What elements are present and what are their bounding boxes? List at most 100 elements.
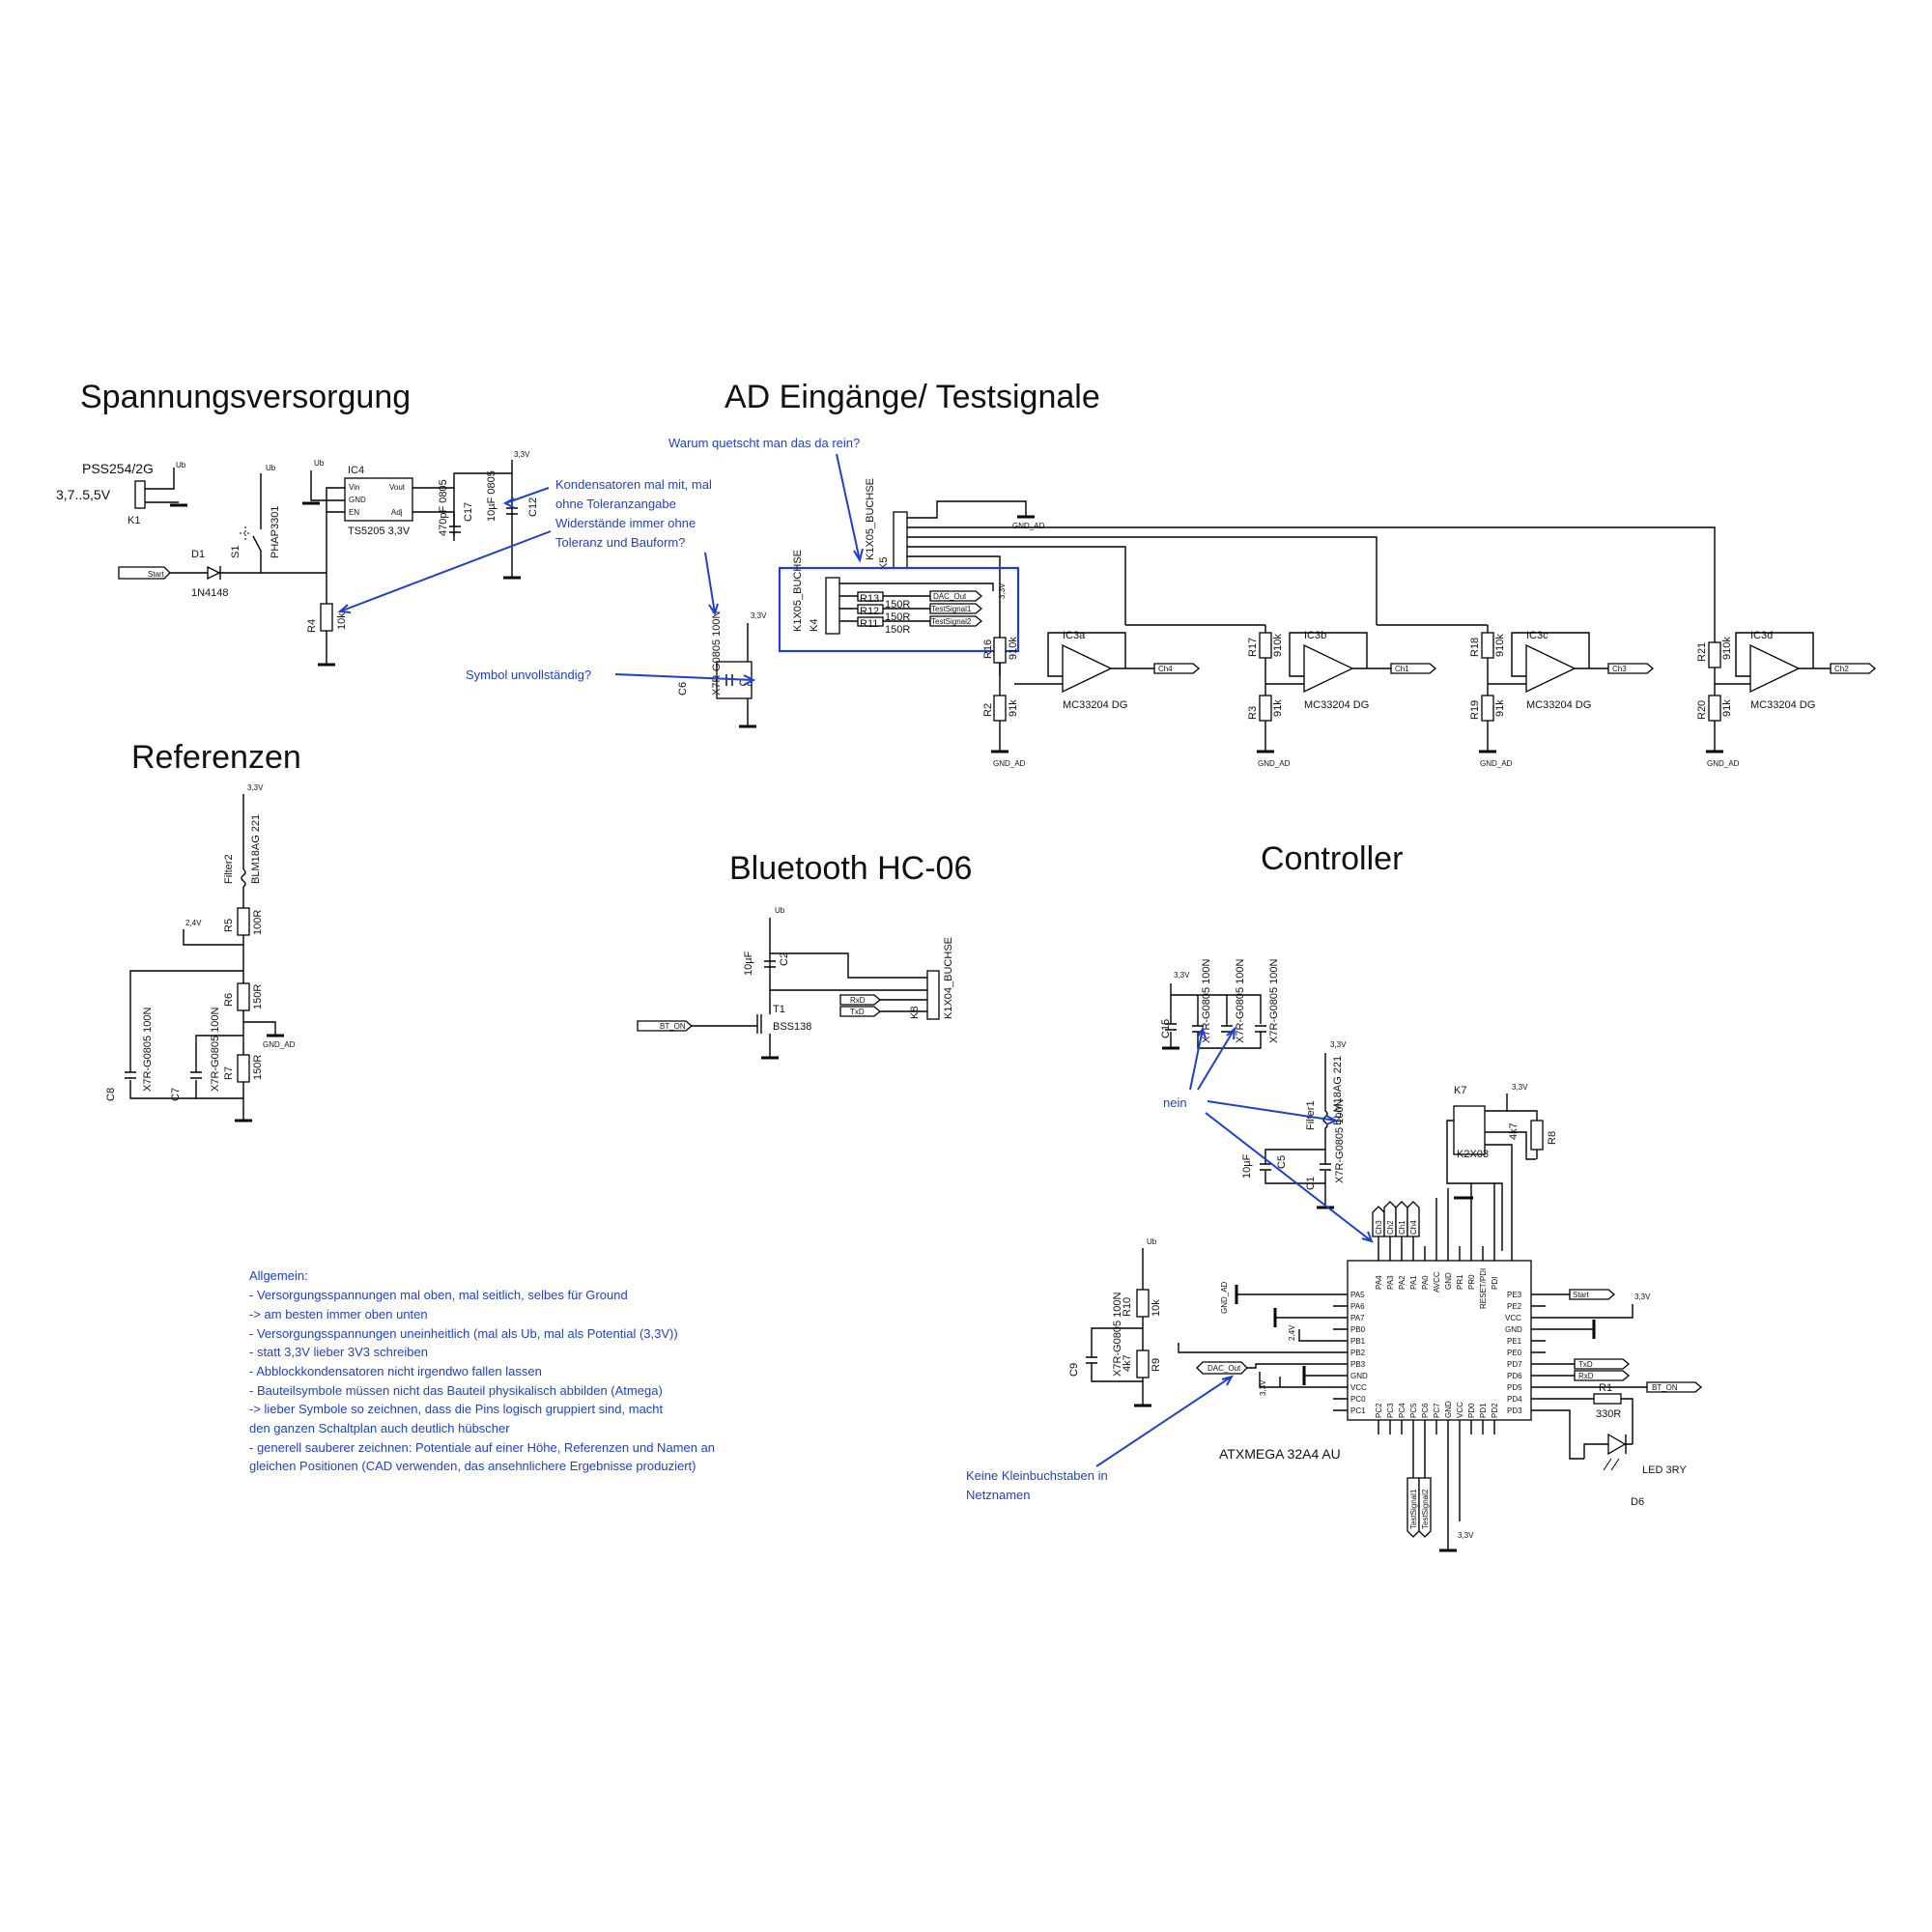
c5-value: 10µF bbox=[1241, 1153, 1253, 1179]
allgemein-line-8: den ganzen Schaltplan auch deutlich hübs… bbox=[249, 1421, 510, 1435]
c8-capacitor bbox=[125, 1071, 136, 1079]
bt-connector-wires bbox=[770, 989, 927, 1012]
pin-pd7: PD7 bbox=[1507, 1360, 1522, 1369]
k4-connector bbox=[825, 577, 840, 635]
c5-ref: C5 bbox=[1276, 1155, 1288, 1169]
c7-part: X7R-G0805 100N bbox=[210, 1008, 221, 1092]
ic4-pin-en: EN bbox=[349, 508, 359, 517]
pin-pd2: PD2 bbox=[1491, 1403, 1499, 1418]
ic3d-part: MC33204 DG bbox=[1750, 699, 1815, 711]
mcu-part: ATXMEGA 32A4 AU bbox=[1219, 1446, 1341, 1462]
r9-value: 4k7 bbox=[1122, 1354, 1133, 1372]
c3-wires bbox=[725, 623, 749, 726]
power-supply-section: PSS254/2G 3,7..5,5V K1 Ub Start D1 1N414… bbox=[56, 450, 539, 667]
r8-ref: R8 bbox=[1547, 1131, 1558, 1145]
title-bluetooth: Bluetooth HC-06 bbox=[729, 850, 972, 887]
pin-gnd-bottom: GND bbox=[1444, 1401, 1453, 1418]
pin-pa0: PA0 bbox=[1421, 1275, 1430, 1290]
note-kond-arrow-c3 bbox=[704, 552, 719, 616]
c15-ref: C15 bbox=[1160, 1019, 1172, 1038]
pb0-2v4: 2,4V bbox=[1288, 1324, 1296, 1341]
pin-pd0: PD0 bbox=[1467, 1403, 1476, 1418]
k7-vcc: 3,3V bbox=[1512, 1083, 1528, 1092]
r1-value: 330R bbox=[1596, 1408, 1621, 1420]
ch4-label: Ch4 bbox=[1158, 665, 1173, 673]
ch1-netport bbox=[1390, 663, 1437, 674]
note-symbol: Symbol unvollständig? bbox=[466, 668, 591, 682]
k5-signal-wires bbox=[907, 526, 1716, 642]
testsignal1-netport bbox=[929, 603, 983, 614]
c9-part: X7R-G0805 100N bbox=[1112, 1293, 1123, 1377]
filter1-ref: Filter1 bbox=[1305, 1100, 1317, 1130]
k8-ref: K8 bbox=[909, 1007, 921, 1019]
c2-capacitor bbox=[764, 960, 776, 968]
allgemein-line-6: - Bauteilsymbole müssen nicht das Bautei… bbox=[249, 1383, 663, 1398]
r2-ref: R2 bbox=[982, 703, 994, 717]
dac-out-label: DAC_Out bbox=[933, 592, 967, 601]
note-nein-arrow-3 bbox=[1207, 1100, 1339, 1125]
ic3c-wires bbox=[1488, 632, 1608, 685]
ic3c-opamp bbox=[1525, 643, 1577, 694]
pin-pr0: PR0 bbox=[1467, 1274, 1476, 1290]
ad-inputs-section: K1X05_BUCHSE K5 GND_AD K1X05_BUCHSE K4 R… bbox=[677, 478, 1877, 768]
allgemein-line-0: Allgemein: bbox=[249, 1268, 308, 1283]
pin-pd1: PD1 bbox=[1479, 1403, 1488, 1418]
r5-resistor bbox=[237, 907, 250, 936]
bluetooth-section: Ub 10µF C2 T1 BSS138 BT_ON RxD TxD K8 K1… bbox=[637, 906, 954, 1060]
c2-value: 10µF bbox=[743, 951, 754, 976]
vcc-left-3v3: 3,3V bbox=[1259, 1379, 1267, 1396]
r17-value: 910k bbox=[1272, 634, 1284, 657]
ch3-ctrl-label: Ch3 bbox=[1375, 1220, 1383, 1235]
r20-gnd-ad: GND_AD bbox=[1707, 759, 1740, 768]
c8-part: X7R-G0805 100N bbox=[142, 1008, 154, 1092]
note-nein: nein bbox=[1163, 1095, 1187, 1110]
k5-ref: K5 bbox=[878, 557, 890, 570]
r9-resistor bbox=[1136, 1350, 1150, 1378]
c17-value: 470pF 0805 bbox=[438, 479, 449, 536]
r18-r19-wires bbox=[1377, 624, 1489, 752]
t1-ref: T1 bbox=[773, 1004, 785, 1015]
led-part: LED 3RY bbox=[1642, 1464, 1687, 1476]
k1-voltage: 3,7..5,5V bbox=[56, 487, 111, 502]
r3-ref: R3 bbox=[1247, 706, 1259, 720]
pin-pa6: PA6 bbox=[1350, 1302, 1365, 1311]
pin-avcc: AVCC bbox=[1433, 1271, 1441, 1293]
note-kond-line3: Widerstände immer ohne bbox=[555, 516, 696, 530]
r7-value: 150R bbox=[252, 1055, 264, 1080]
s1-actuator bbox=[238, 526, 249, 541]
allgemein-line-4: - statt 3,3V lieber 3V3 schreiben bbox=[249, 1345, 428, 1359]
vcc-right-3v3: 3,3V bbox=[1634, 1293, 1651, 1301]
ic4-pin-vout: Vout bbox=[389, 483, 406, 492]
testsignal1-ctrl-label: TestSignal1 bbox=[1409, 1489, 1418, 1529]
dac-out-ctrl-label: DAC_Out bbox=[1208, 1364, 1241, 1373]
k5-part: K1X05_BUCHSE bbox=[865, 478, 876, 560]
r16-resistor bbox=[993, 637, 1007, 664]
pin-pe0: PE0 bbox=[1507, 1349, 1522, 1357]
r19-gnd-ad: GND_AD bbox=[1480, 759, 1513, 768]
pin-reset-pdi: RESET/PDI bbox=[1479, 1268, 1488, 1309]
r9-ref: R9 bbox=[1151, 1358, 1162, 1372]
ch1-ctrl-label: Ch1 bbox=[1398, 1220, 1406, 1235]
ic3b-part: MC33204 DG bbox=[1304, 699, 1369, 711]
pin-pb0: PB0 bbox=[1350, 1325, 1366, 1334]
c3-part: X7R-G0805 100N bbox=[711, 611, 723, 696]
ref-vcc: 3,3V bbox=[247, 783, 264, 792]
note-nein-arrow-4 bbox=[1205, 1112, 1374, 1243]
r3-gnd-ad: GND_AD bbox=[1258, 759, 1291, 768]
note-klein-line2: Netznamen bbox=[966, 1488, 1030, 1502]
k1-part: PSS254/2G bbox=[82, 461, 154, 476]
k1-ref: K1 bbox=[128, 515, 140, 526]
k1-ub: Ub bbox=[176, 461, 186, 469]
mcu-left-pins: PA5 PA6 PA7 PB0 PB1 PB2 PB3 GND VCC PC0 … bbox=[1333, 1291, 1368, 1415]
c-bank-part-2: X7R-G0805 100N bbox=[1235, 959, 1246, 1043]
testsignal1-label: TestSignal1 bbox=[931, 605, 972, 613]
note-allgemein: Allgemein: - Versorgungsspannungen mal o… bbox=[249, 1268, 715, 1473]
pin-pb1: PB1 bbox=[1350, 1337, 1366, 1346]
bt-on-ctrl-netport bbox=[1646, 1381, 1703, 1393]
c12-value: 10µF 0805 bbox=[486, 470, 497, 522]
r19-resistor bbox=[1481, 695, 1494, 722]
allgemein-line-7: -> lieber Symbole so zeichnen, dass die … bbox=[249, 1402, 664, 1416]
pin-pc3: PC3 bbox=[1386, 1403, 1395, 1418]
allgemein-line-1: - Versorgungsspannungen mal oben, mal se… bbox=[249, 1288, 628, 1302]
r17-r3-wires bbox=[1125, 624, 1266, 752]
